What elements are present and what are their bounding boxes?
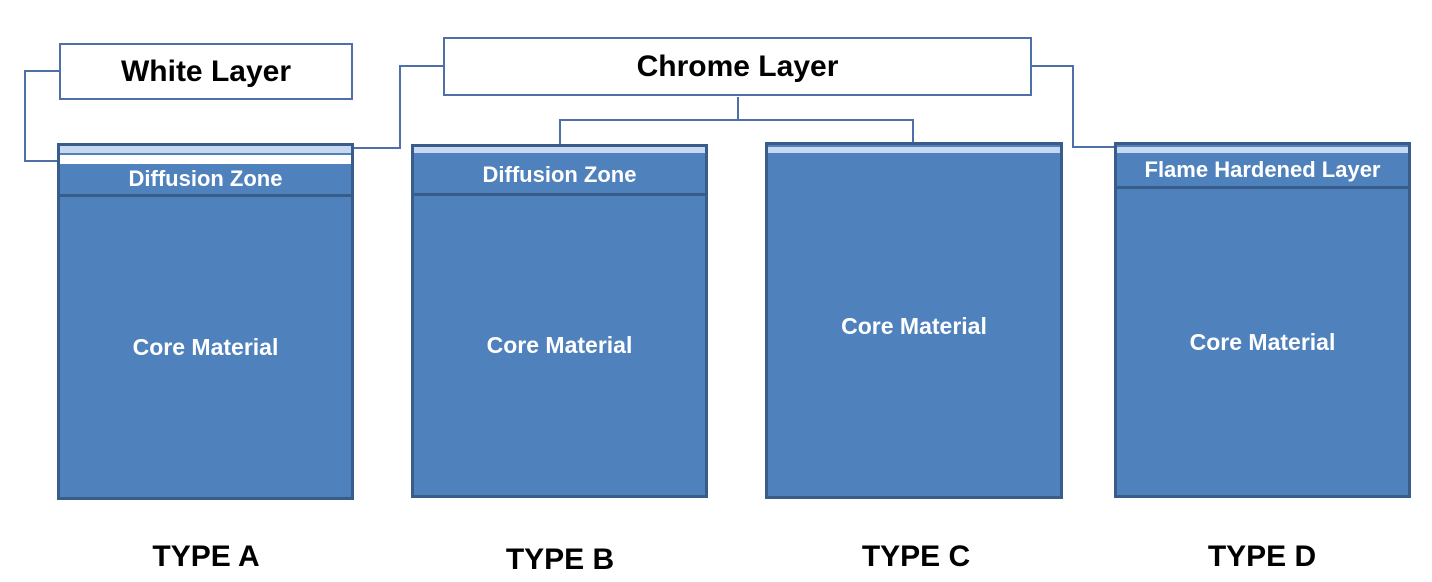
type-a-core-label: Core Material [132,333,279,360]
type-c-chrome-stripe [768,147,1060,153]
type-b-label: TYPE B [505,543,615,576]
type-d-core-label: Core Material [1189,329,1336,355]
type-d-core-material: Core Material [1117,189,1408,495]
type-b-block: Diffusion Zone Core Material [411,144,708,498]
type-b-chrome-stripe [414,147,705,153]
type-c-core-label: Core Material [841,313,987,339]
chrome-to-type-a-connector [354,65,443,149]
chrome-to-type-d-connector [1031,65,1114,148]
white-layer-label: White Layer [120,54,292,88]
type-d-flame-hardened-label: Flame Hardened Layer [1144,157,1381,182]
type-c-block: Core Material [765,142,1063,499]
type-a-diffusion-zone: Diffusion Zone [60,164,351,197]
type-b-diffusion-zone: Diffusion Zone [414,156,705,196]
type-b-core-material: Core Material [414,196,705,495]
type-a-diffusion-zone-label: Diffusion Zone [128,166,283,191]
chrome-layer-callout: Chrome Layer [443,37,1032,96]
type-c-label: TYPE C [861,540,971,573]
white-layer-callout: White Layer [59,43,353,100]
type-a-chrome-stripe [60,146,351,153]
type-a-white-layer [60,155,351,164]
type-d-block: Flame Hardened Layer Core Material [1114,142,1411,498]
type-d-flame-hardened-layer: Flame Hardened Layer [1117,154,1408,189]
type-d-chrome-stripe [1117,147,1408,153]
type-d-label: TYPE D [1207,540,1317,573]
type-a-block: Diffusion Zone Core Material [57,143,354,500]
type-a-label: TYPE A [152,540,260,573]
type-b-diffusion-zone-label: Diffusion Zone [482,161,637,187]
white-layer-connector [24,70,59,162]
type-a-core-material: Core Material [60,197,351,497]
chrome-to-type-c-connector [738,119,914,143]
type-b-core-label: Core Material [486,332,633,358]
chrome-layer-label: Chrome Layer [636,49,839,83]
chrome-to-type-b-c-connector [559,97,739,146]
type-c-core-material: Core Material [768,156,1060,496]
